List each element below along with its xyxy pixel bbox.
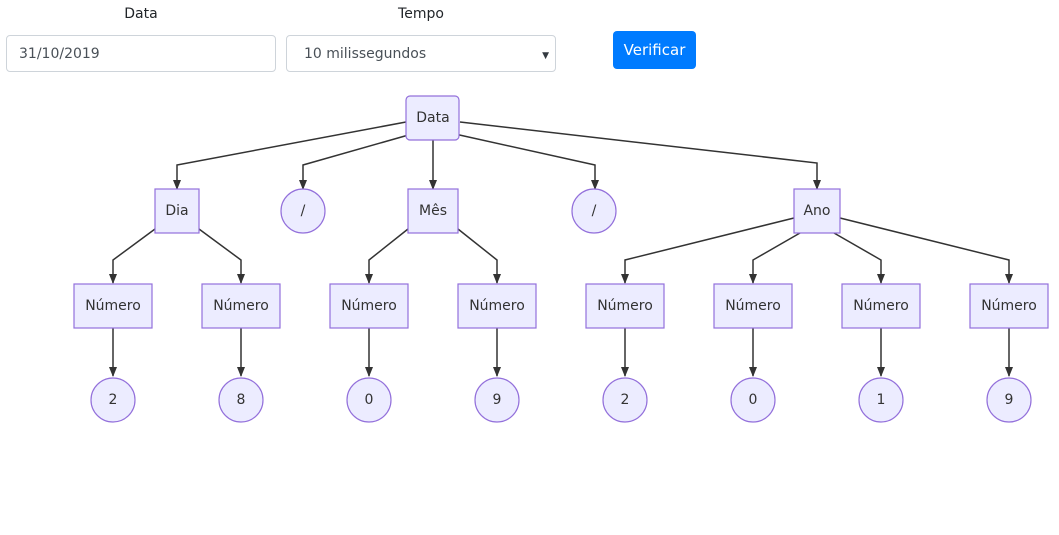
tree-node-numero [73, 283, 153, 329]
date-input[interactable]: 31/10/2019 [6, 35, 276, 72]
tree-node-digit [730, 377, 776, 423]
tree-node-numero [713, 283, 793, 329]
tree-label-separator-1: / [301, 203, 306, 219]
tree-label-digit: 0 [749, 392, 758, 408]
tempo-select[interactable]: 10 milissegundos ▼ [286, 35, 556, 72]
tempo-label: Tempo [398, 6, 444, 22]
tree-node-ano [793, 188, 841, 234]
tree-label-digit: 8 [237, 392, 246, 408]
tree-label-numero: Número [853, 298, 909, 314]
tree-label-numero: Número [981, 298, 1037, 314]
tree-node-dia [154, 188, 200, 234]
tree-node-digit [218, 377, 264, 423]
tree-label-digit: 1 [877, 392, 886, 408]
tree-node-digit [346, 377, 392, 423]
tree-label-digit: 2 [621, 392, 630, 408]
tree-label-digit: 0 [365, 392, 374, 408]
tree-label-numero: Número [597, 298, 653, 314]
tree-label-numero: Número [85, 298, 141, 314]
tree-node-numero [969, 283, 1049, 329]
tree-node-digit [602, 377, 648, 423]
tree-label-numero: Número [341, 298, 397, 314]
caret-down-icon: ▼ [542, 51, 549, 61]
tree-node-numero [841, 283, 921, 329]
tree-label-numero: Número [213, 298, 269, 314]
tree-label-numero: Número [725, 298, 781, 314]
tempo-select-value: 10 milissegundos [304, 45, 427, 62]
tree-node-numero [585, 283, 665, 329]
tree-node-digit [474, 377, 520, 423]
tree-label-ano: Ano [803, 203, 830, 219]
tree-node-digit [986, 377, 1032, 423]
tree-node-numero [201, 283, 281, 329]
tree-label-mes: Mês [419, 203, 447, 219]
tree-label-separator-2: / [592, 203, 597, 219]
tree-label-data: Data [416, 110, 449, 126]
tree-node-data [405, 95, 460, 141]
verify-button[interactable]: Verificar [613, 31, 696, 69]
tree-node-numero [457, 283, 537, 329]
tree-label-digit: 9 [493, 392, 502, 408]
tree-node-numero [329, 283, 409, 329]
data-label: Data [124, 6, 158, 22]
tree-node-digit [90, 377, 136, 423]
tree-node-separator-1 [280, 188, 326, 234]
tree-label-digit: 9 [1005, 392, 1014, 408]
tree-label-digit: 2 [109, 392, 118, 408]
date-input-value: 31/10/2019 [19, 45, 100, 62]
tree-node-separator-2 [571, 188, 617, 234]
tree-node-mes [407, 188, 459, 234]
tree-label-numero: Número [469, 298, 525, 314]
tree-node-digit [858, 377, 904, 423]
tree-label-dia: Dia [165, 203, 188, 219]
tree-edges [109, 121, 1013, 377]
